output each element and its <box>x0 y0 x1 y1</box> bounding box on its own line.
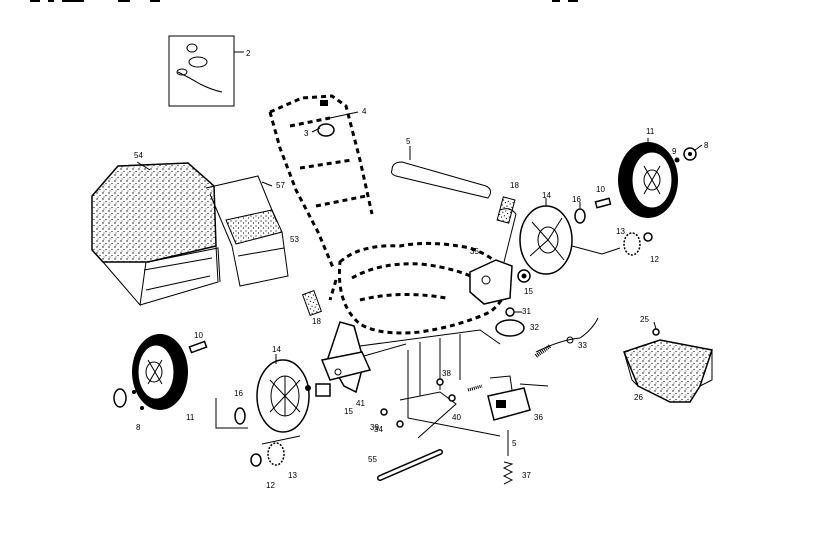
label-35: 35 <box>470 247 479 256</box>
label-36: 36 <box>534 413 543 422</box>
deflector-26 <box>623 321 713 403</box>
label-9: 9 <box>672 147 677 156</box>
label-18-right: 18 <box>510 181 519 190</box>
small-parts-38-39-40 <box>380 378 483 428</box>
label-15-right: 15 <box>524 287 533 296</box>
label-13-right: 13 <box>616 227 625 236</box>
label-55: 55 <box>368 455 377 464</box>
rear-wheel-11-right <box>618 138 703 218</box>
axle-55 <box>377 449 443 481</box>
transmission-36 <box>487 375 531 421</box>
washer-16-pin-10-right <box>574 197 612 224</box>
label-4: 4 <box>362 107 367 116</box>
label-26: 26 <box>634 393 643 402</box>
label-54: 54 <box>134 151 143 160</box>
label-5-spring: 5 <box>512 439 517 448</box>
gear-13-left <box>250 435 301 467</box>
rear-wheel-11-left <box>113 334 208 410</box>
label-18-left: 18 <box>312 317 321 326</box>
spring-37 <box>502 430 514 485</box>
label-57: 57 <box>276 181 285 190</box>
label-31: 31 <box>522 307 531 316</box>
label-39: 39 <box>370 423 379 432</box>
spring-18-left <box>301 289 323 317</box>
label-12-right: 12 <box>650 255 659 264</box>
label-40: 40 <box>452 413 461 422</box>
label-16-right: 16 <box>572 195 581 204</box>
label-53: 53 <box>290 235 299 244</box>
label-10-left: 10 <box>194 331 203 340</box>
pulley-31-32 <box>495 307 525 337</box>
cropped-header-marks <box>30 0 578 2</box>
label-3: 3 <box>304 129 309 138</box>
label-5-belt: 5 <box>406 137 411 146</box>
label-14-right: 14 <box>542 191 551 200</box>
drive-wheel-14-right <box>519 198 621 275</box>
washer-16-left <box>215 398 248 429</box>
label-37: 37 <box>522 471 531 480</box>
label-8-right: 8 <box>704 141 709 150</box>
label-14-left: 14 <box>272 345 281 354</box>
bracket-35 <box>469 196 531 305</box>
label-8-left: 8 <box>136 423 141 432</box>
label-2: 2 <box>246 49 251 58</box>
label-34: 34 <box>374 425 383 434</box>
label-41: 41 <box>356 399 365 408</box>
part-labels: 2 3 4 5 5 8 8 9 10 10 11 11 12 12 13 13 … <box>134 49 709 490</box>
label-15-left: 15 <box>344 407 353 416</box>
grass-bag-54 <box>91 161 221 307</box>
label-38: 38 <box>442 369 451 378</box>
label-16-left: 16 <box>234 389 243 398</box>
bag-frame-57 <box>205 175 289 287</box>
label-33: 33 <box>578 341 587 350</box>
part-2-inset-box <box>168 35 244 107</box>
label-13-left: 13 <box>288 471 297 480</box>
drive-wheel-14-left <box>256 354 331 433</box>
label-12-left: 12 <box>266 481 275 490</box>
label-10-right: 10 <box>596 185 605 194</box>
label-11-left: 11 <box>186 413 195 422</box>
handle-knob-3-4 <box>311 100 359 137</box>
gear-13-right <box>623 232 653 256</box>
label-25: 25 <box>640 315 649 324</box>
height-adjuster-41 <box>320 321 407 394</box>
cable-33 <box>534 317 599 358</box>
drive-belt-5 <box>391 146 492 199</box>
handle-dashed <box>268 94 374 271</box>
label-32: 32 <box>530 323 539 332</box>
label-11-right: 11 <box>646 127 655 136</box>
